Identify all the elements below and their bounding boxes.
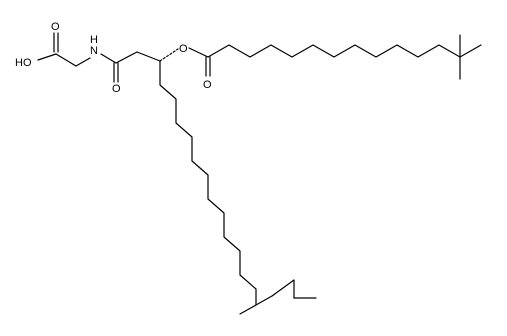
bond-ch2-acid — [55, 53, 77, 67]
bond-ester-o-c — [188, 47, 209, 58]
acid-carbonyl-oxygen-label: O — [51, 21, 60, 33]
acyl-chain — [207, 44, 482, 58]
bond-ch2-chiral — [136, 51, 161, 62]
bond-n-amide-c — [100, 53, 117, 64]
alkyl-chain — [159, 60, 257, 306]
bond-acid-c-oh — [37, 53, 57, 61]
alkyl-chain-terminal-1 — [255, 295, 273, 306]
hydroxyl-label: HO — [15, 57, 32, 69]
amide-carbonyl-oxygen-label: O — [112, 83, 121, 95]
ester-fragment — [188, 47, 211, 77]
glycine-fragment — [37, 32, 117, 67]
amide-hydrogen-label: H — [90, 34, 98, 46]
ester-carbonyl-oxygen-label: O — [203, 79, 212, 91]
bond-amide-c-ch2 — [115, 51, 138, 64]
alkyl-chain-terminal-3 — [271, 279, 295, 297]
amide-fragment — [113, 48, 179, 83]
atom-labels: HO O N H O O O — [15, 21, 212, 95]
amide-nitrogen-label: N — [90, 45, 98, 57]
alkyl-chain-terminal-2 — [239, 304, 257, 315]
ester-oxygen-label: O — [179, 43, 188, 55]
bond-chiral-ester-o — [159, 48, 179, 62]
bond-ch2-n — [75, 57, 91, 67]
